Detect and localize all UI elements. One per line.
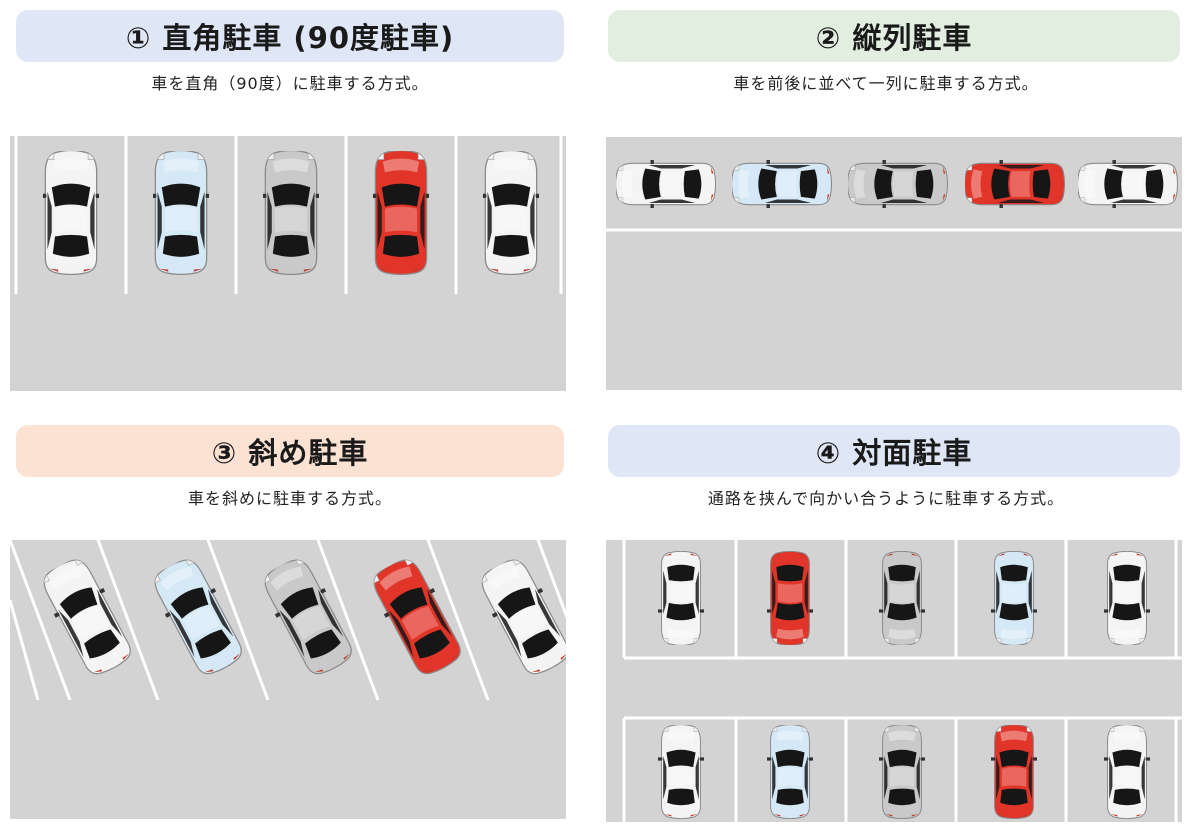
parking-lot-facing: [606, 540, 1182, 822]
panel-description: 車を前後に並べて一列に駐車する方式。: [733, 74, 1039, 93]
parking-line: [10, 540, 72, 701]
car: [879, 725, 925, 819]
parking-lot-parallel: [606, 137, 1182, 390]
parking-line: [316, 540, 380, 701]
parking-line: [96, 540, 160, 701]
car: [373, 151, 429, 275]
car: [658, 551, 704, 645]
car: [616, 160, 716, 208]
panel-description: 通路を挟んで向かい合うように駐車する方式。: [707, 489, 1065, 508]
parking-line: [426, 540, 490, 701]
panel-title: ② 縦列駐車: [608, 10, 1180, 62]
car: [965, 160, 1065, 208]
car: [263, 151, 319, 275]
car: [1104, 725, 1150, 819]
car: [991, 551, 1037, 645]
panel-title: ① 直角駐車 (90度駐車): [16, 10, 564, 62]
parking-lot-angled: [10, 540, 566, 819]
car: [767, 725, 813, 819]
car: [767, 551, 813, 645]
car: [879, 551, 925, 645]
car: [153, 151, 209, 275]
panel-title: ③ 斜め駐車: [16, 425, 564, 477]
panel-description: 車を直角（90度）に駐車する方式。: [151, 74, 429, 93]
car: [991, 725, 1037, 819]
car: [43, 151, 99, 275]
parking-line: [536, 540, 566, 619]
car: [1078, 160, 1178, 208]
parking-lot-perpendicular: [10, 136, 566, 391]
panel-description: 車を斜めに駐車する方式。: [187, 489, 392, 508]
car: [732, 160, 832, 208]
parking-line: [206, 540, 270, 701]
car: [848, 160, 948, 208]
parking-line: [10, 599, 40, 701]
car: [1104, 551, 1150, 645]
panel-title: ④ 対面駐車: [608, 425, 1180, 477]
car: [658, 725, 704, 819]
car: [483, 151, 539, 275]
